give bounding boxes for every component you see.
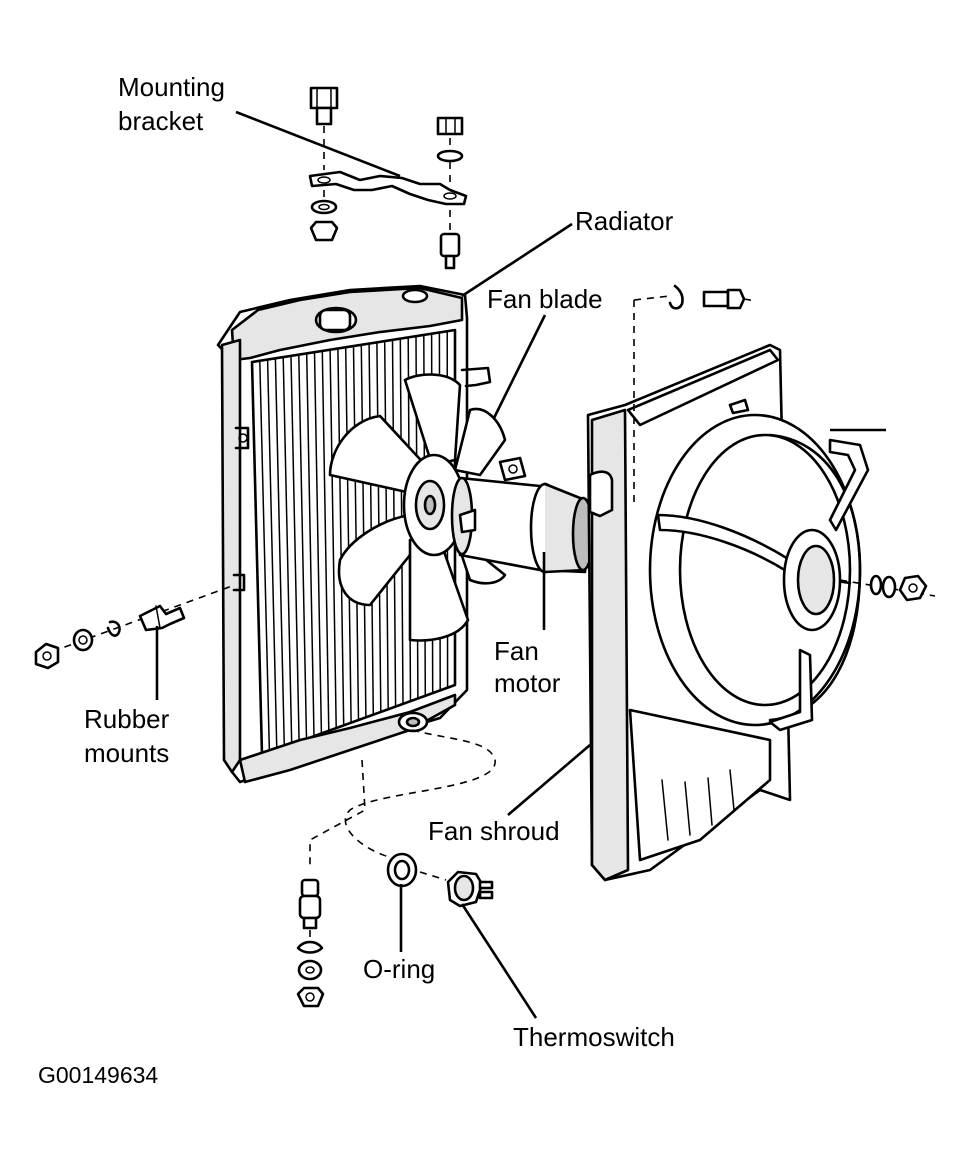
leader-lines: [155, 110, 591, 1019]
fan-blade: [328, 373, 507, 642]
figure-code: G00149634: [38, 1062, 158, 1088]
bottom-hardware: [296, 729, 496, 1008]
bracket-nut-right: [436, 116, 464, 188]
radiator-fin: [352, 345, 360, 721]
label-rubber-mounts-2: mounts: [84, 738, 169, 768]
radiator-fin: [290, 355, 300, 743]
mounting-bracket: [308, 170, 468, 206]
shroud-top-bolt: [633, 284, 757, 505]
label-mounting-bracket-2: bracket: [118, 106, 204, 136]
label-fan-motor-2: motor: [494, 668, 561, 698]
label-thermoswitch: Thermoswitch: [513, 1022, 675, 1052]
fan-motor: [450, 456, 595, 574]
radiator-fin: [259, 360, 271, 754]
label-fan-shroud: Fan shroud: [428, 816, 560, 846]
radiator-fin: [298, 353, 308, 740]
label-o-ring: O-ring: [363, 954, 435, 984]
radiator-fin: [266, 358, 278, 751]
label-radiator: Radiator: [575, 206, 674, 236]
top-hardware: [308, 86, 468, 270]
radiator-fin: [337, 347, 345, 727]
right-fasteners: [839, 574, 936, 602]
radiator-fin: [360, 344, 367, 719]
radiator-fin: [344, 346, 352, 724]
bracket-bolt-left: [309, 86, 339, 170]
radiator: [216, 284, 492, 784]
radiator-fin: [321, 350, 330, 732]
radiator-fin: [305, 352, 315, 737]
label-fan-motor-1: Fan: [494, 636, 539, 666]
thermoswitch-part: [446, 870, 494, 908]
radiator-fin: [282, 356, 293, 745]
label-rubber-mounts-1: Rubber: [84, 704, 170, 734]
label-fan-blade: Fan blade: [487, 284, 603, 314]
label-mounting-bracket-1: Mounting: [118, 72, 225, 102]
left-rubber-mount-hardware: [34, 585, 233, 670]
radiator-fin: [329, 348, 337, 729]
fan-shroud: [586, 343, 886, 882]
radiator-fin: [274, 357, 286, 748]
top-rubber-mount: [439, 210, 461, 270]
radiator-fin: [313, 351, 323, 735]
